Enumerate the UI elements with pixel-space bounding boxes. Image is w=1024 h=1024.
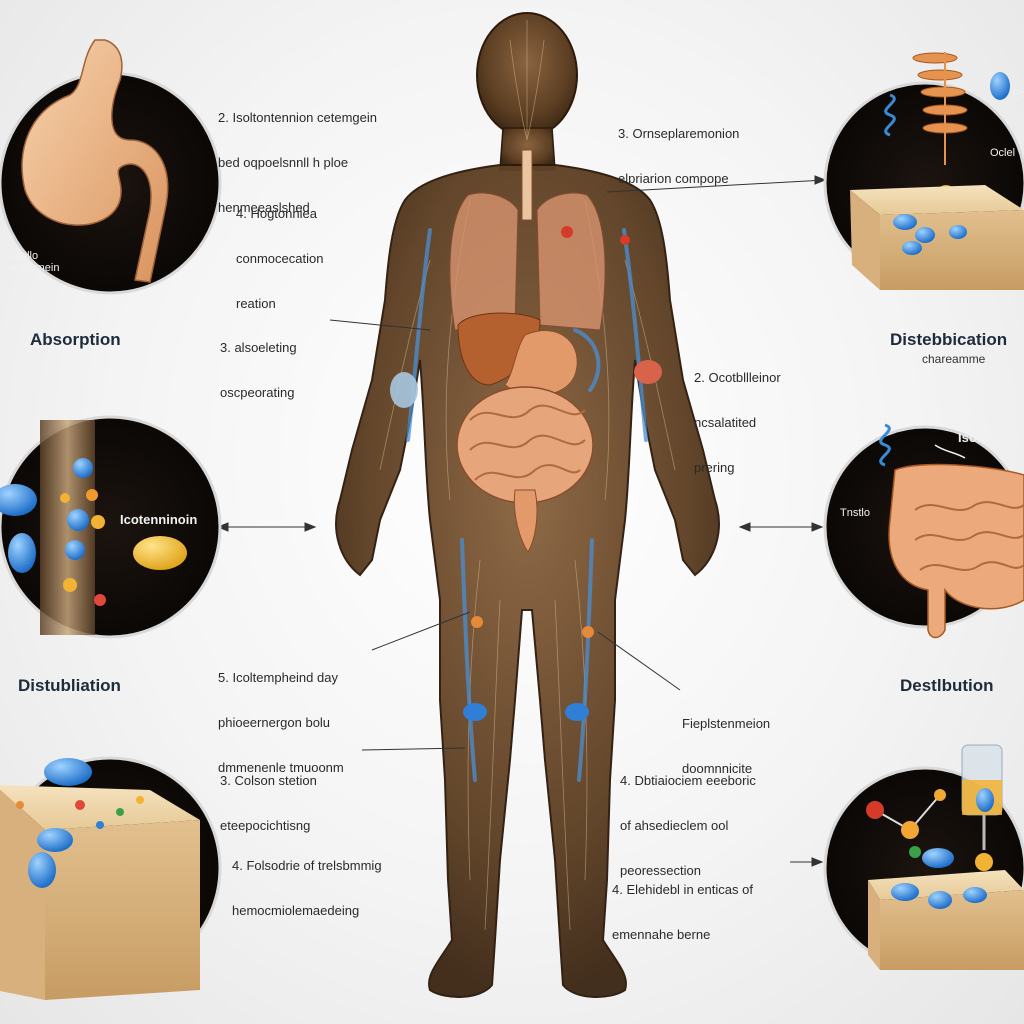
distribution-right-top-subtitle: chareamme — [922, 352, 986, 366]
annotation-2-line-3: reation — [236, 296, 276, 311]
annotation-1-line-2: bed oqpoelsnnll h ploe — [218, 155, 349, 170]
distribution-right-mid-title: Destlbution — [900, 676, 994, 695]
right-top-inner-label-2: Oclel — [990, 147, 1016, 159]
annotation-7-line-2: elpriarion compope — [618, 171, 729, 186]
annotation-8-line-1: 2. Ocotbllleinor — [694, 370, 781, 385]
panel-distribution-right-top — [823, 52, 1024, 290]
annotation-3-line-1: 3. alsoeleting — [220, 340, 297, 355]
annotation-3: 3. alsoeleting oscpeorating — [220, 310, 297, 415]
annotation-6-line-1: 4. Folsodrie of trelsbmmig — [232, 858, 382, 873]
annotation-2: 4. Hogtonniea conmocecation reation — [236, 176, 323, 326]
panel-distribution-left — [0, 415, 222, 639]
absorption-inner-label: rotollo ousermein — [2, 238, 59, 274]
annotation-9: Fieplstenmeion doomnnicite — [682, 686, 770, 791]
annotation-6: 4. Folsodrie of trelsbmmig hemocmiolemae… — [232, 828, 382, 933]
human-body-figure — [335, 12, 720, 998]
annotation-9-line-1: Fieplstenmeion — [682, 716, 771, 731]
annotation-4: 5. Icoltempheind day phioeernergon bolu … — [218, 640, 344, 790]
annotation-11-line-1: 4. Elehidebl in enticas of — [612, 882, 753, 897]
annotation-11-line-2: emennahe berne — [612, 927, 711, 942]
annotation-1-line-3: henmeeaslshed — [218, 200, 310, 215]
annotation-4-line-3: dmmenenle tmuoonm — [218, 760, 344, 775]
right-top-inner-label-1: Pc — [1012, 88, 1024, 100]
annotation-5: 3. Colson stetion eteepocichtisng — [220, 743, 317, 848]
absorption-inner-line-2: ousermein — [8, 262, 60, 274]
panel-tissue-left — [0, 756, 222, 1000]
distribution-left-title: Distubliation — [18, 676, 121, 695]
distribution-left-inner-label: Icotenninoin — [120, 512, 198, 527]
annotation-2-line-2: conmocecation — [236, 251, 324, 266]
panel-tissue-right — [823, 744, 1024, 970]
absorption-title: Absorption — [30, 330, 121, 349]
annotation-8-line-2: ncsalatited — [694, 415, 757, 430]
annotation-4-line-2: phioeernergon bolu — [218, 715, 331, 730]
annotation-8: 2. Ocotbllleinor ncsalatited prering — [694, 340, 781, 490]
distribution-right-top-title: Distebbication — [890, 330, 1008, 349]
annotation-5-line-2: eteepocichtisng — [220, 818, 311, 833]
annotation-7: 3. Ornseplaremonion elpriarion compope — [618, 96, 739, 201]
annotation-10-line-3: peoressection — [620, 863, 701, 878]
annotation-9-line-2: doomnnicite — [682, 761, 753, 776]
annotation-11: 4. Elehidebl in enticas of emennahe bern… — [612, 852, 753, 957]
right-mid-inner-label-1: Tnstlo — [840, 507, 870, 519]
annotation-10-line-2: of ahsedieclem ool — [620, 818, 729, 833]
right-mid-inner-label-2: Isotomin — [958, 430, 1013, 445]
annotation-1-line-1: 2. Isoltontennion cetemgein — [218, 110, 377, 125]
annotation-5-line-1: 3. Colson stetion — [220, 773, 317, 788]
annotation-1: 2. Isoltontennion cetemgein bed oqpoelsn… — [218, 80, 377, 230]
panel-absorption — [0, 39, 222, 295]
absorption-inner-line-1: rotollo — [8, 250, 39, 262]
annotation-10: 4. Dbtiaiociem eeeboric of ahsedieclem o… — [620, 743, 756, 893]
annotation-10-line-1: 4. Dbtiaiociem eeeboric — [620, 773, 756, 788]
annotation-2-line-1: 4. Hogtonniea — [236, 206, 317, 221]
panel-distribution-right-mid — [823, 423, 1024, 639]
annotation-8-line-3: prering — [694, 460, 735, 475]
annotation-3-line-2: oscpeorating — [220, 385, 295, 400]
annotation-6-line-2: hemocmiolemaedeing — [232, 903, 360, 918]
annotation-4-line-1: 5. Icoltempheind day — [218, 670, 338, 685]
leader-lines — [58, 175, 827, 867]
annotation-7-line-1: 3. Ornseplaremonion — [618, 126, 740, 141]
